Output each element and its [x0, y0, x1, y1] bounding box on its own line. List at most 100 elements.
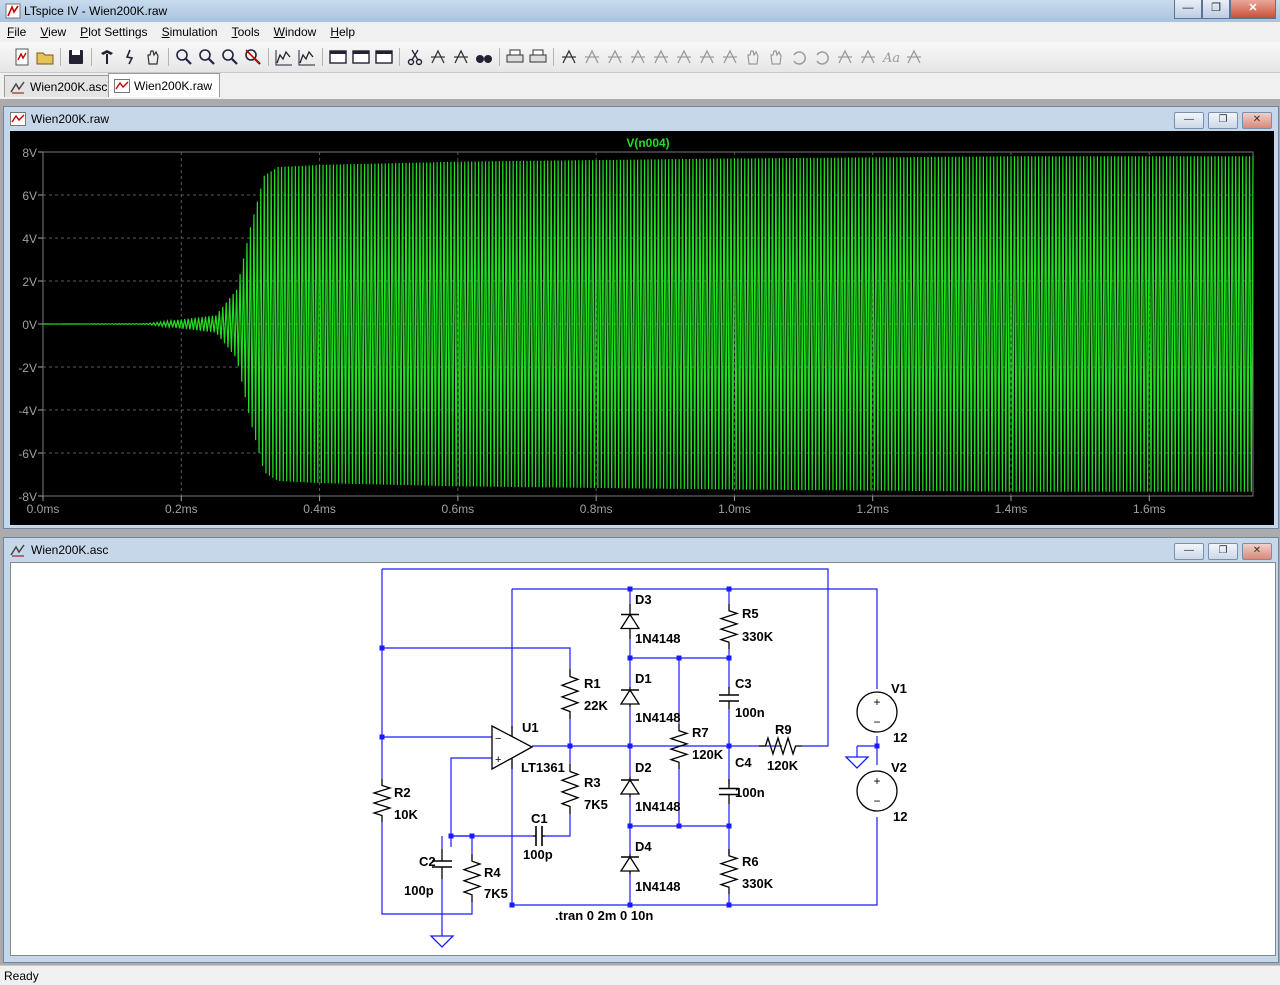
component-label: 100n [735, 785, 765, 800]
drag-icon[interactable] [766, 47, 786, 67]
wire-noninv-input [450, 757, 492, 847]
capacitor-c3[interactable] [719, 687, 739, 709]
resistor-r6[interactable] [718, 849, 740, 894]
minimize-button[interactable]: — [1174, 0, 1202, 19]
junction-dot [379, 645, 385, 651]
rotate-icon[interactable] [835, 47, 855, 67]
zoom-out-icon[interactable] [220, 47, 240, 67]
run-icon[interactable] [120, 47, 140, 67]
svg-text:−: − [873, 794, 880, 808]
ground-icon[interactable] [582, 47, 602, 67]
redo-icon[interactable] [812, 47, 832, 67]
trace-title[interactable]: V(n004) [626, 136, 669, 150]
component-label: 330K [742, 629, 774, 644]
control-panel-icon[interactable] [97, 47, 117, 67]
close-button[interactable]: ✕ [1230, 0, 1276, 19]
menu-plot-settings[interactable]: Plot Settings [80, 25, 148, 39]
child-restore-button[interactable]: ❐ [1208, 543, 1238, 560]
x-tick-label: 1.6ms [1133, 502, 1166, 516]
menu-tools[interactable]: Tools [231, 25, 260, 39]
junction-dot [567, 743, 573, 749]
print-icon[interactable] [528, 47, 548, 67]
wire-r1-top [382, 647, 571, 669]
text-icon[interactable]: Aa [881, 47, 901, 67]
capacitor-c4[interactable] [719, 779, 739, 804]
menu-view[interactable]: View [40, 25, 67, 39]
undo-icon[interactable] [789, 47, 809, 67]
copy-icon[interactable] [428, 47, 448, 67]
toolbar-separator [60, 48, 61, 66]
component-label: R3 [584, 775, 601, 790]
diode-d1[interactable] [619, 687, 641, 707]
child-minimize-button[interactable]: — [1174, 112, 1204, 129]
ground-symbol[interactable] [844, 756, 870, 769]
capacitor-c1[interactable] [533, 826, 545, 846]
tab-schematic[interactable]: Wien200K.asc [4, 75, 116, 97]
diode-d4[interactable] [619, 854, 641, 874]
opamp-u1[interactable]: −+ [491, 724, 534, 771]
cascade-icon[interactable] [351, 47, 371, 67]
child-minimize-button[interactable]: — [1174, 543, 1204, 560]
circuit-diagram[interactable]: +−+−−+D31N4148R5330KR122KD11N4148C3100nU… [11, 563, 1275, 955]
print-preview-icon[interactable] [505, 47, 525, 67]
component-icon[interactable] [720, 47, 740, 67]
x-tick-label: 1.2ms [856, 502, 889, 516]
zoom-cancel-icon[interactable] [243, 47, 263, 67]
autorange-icon[interactable] [274, 47, 294, 67]
resistor-icon[interactable] [628, 47, 648, 67]
zoom-in-icon[interactable] [174, 47, 194, 67]
mirror-icon[interactable] [858, 47, 878, 67]
x-tick-label: 1.4ms [995, 502, 1028, 516]
resistor-r4[interactable] [462, 854, 482, 902]
tab-waveform[interactable]: Wien200K.raw [108, 73, 220, 97]
resistor-r5[interactable] [718, 604, 740, 649]
label-net-icon[interactable] [605, 47, 625, 67]
capacitor-c2[interactable] [432, 849, 452, 879]
child-close-button[interactable]: ✕ [1242, 112, 1272, 129]
wire-icon[interactable] [559, 47, 579, 67]
child-close-button[interactable]: ✕ [1242, 543, 1272, 560]
diode-icon[interactable] [697, 47, 717, 67]
paste-icon[interactable] [451, 47, 471, 67]
open-icon[interactable] [35, 47, 55, 67]
resistor-r3[interactable] [560, 764, 580, 814]
component-label: .tran 0 2m 0 10n [555, 908, 653, 923]
close-window-icon[interactable] [374, 47, 394, 67]
component-label: 7K5 [584, 797, 608, 812]
menu-file[interactable]: File [7, 25, 27, 39]
voltage-source-v2[interactable]: +− [856, 770, 898, 812]
maximize-button[interactable]: ❐ [1202, 0, 1230, 19]
diode-d3[interactable] [619, 604, 641, 639]
voltage-source-v1[interactable]: +− [856, 691, 898, 733]
resistor-r7[interactable] [668, 724, 690, 769]
zoom-area-icon[interactable] [197, 47, 217, 67]
capacitor-icon[interactable] [651, 47, 671, 67]
save-icon[interactable] [66, 47, 86, 67]
spice-directive-icon[interactable] [904, 47, 924, 67]
component-label: R4 [484, 865, 501, 880]
resistor-r2[interactable] [371, 779, 393, 822]
diode-d2[interactable] [619, 777, 641, 797]
series-v-n004[interactable] [42, 156, 1254, 492]
find-icon[interactable] [474, 47, 494, 67]
menu-help[interactable]: Help [330, 25, 355, 39]
resistor-r1[interactable] [560, 669, 580, 719]
pan-icon[interactable] [143, 47, 163, 67]
resistor-r9[interactable] [759, 735, 802, 757]
schematic-icon [10, 81, 25, 93]
inductor-icon[interactable] [674, 47, 694, 67]
tile-horizontal-icon[interactable] [328, 47, 348, 67]
component-label: V1 [891, 681, 907, 696]
mark-icon[interactable] [297, 47, 317, 67]
move-icon[interactable] [743, 47, 763, 67]
menu-window[interactable]: Window [273, 25, 317, 39]
ground-symbol[interactable] [429, 935, 455, 948]
cut-icon[interactable] [405, 47, 425, 67]
new-schematic-icon[interactable] [12, 47, 32, 67]
menu-simulation[interactable]: Simulation [161, 25, 218, 39]
component-label: D2 [635, 760, 652, 775]
child-restore-button[interactable]: ❐ [1208, 112, 1238, 129]
